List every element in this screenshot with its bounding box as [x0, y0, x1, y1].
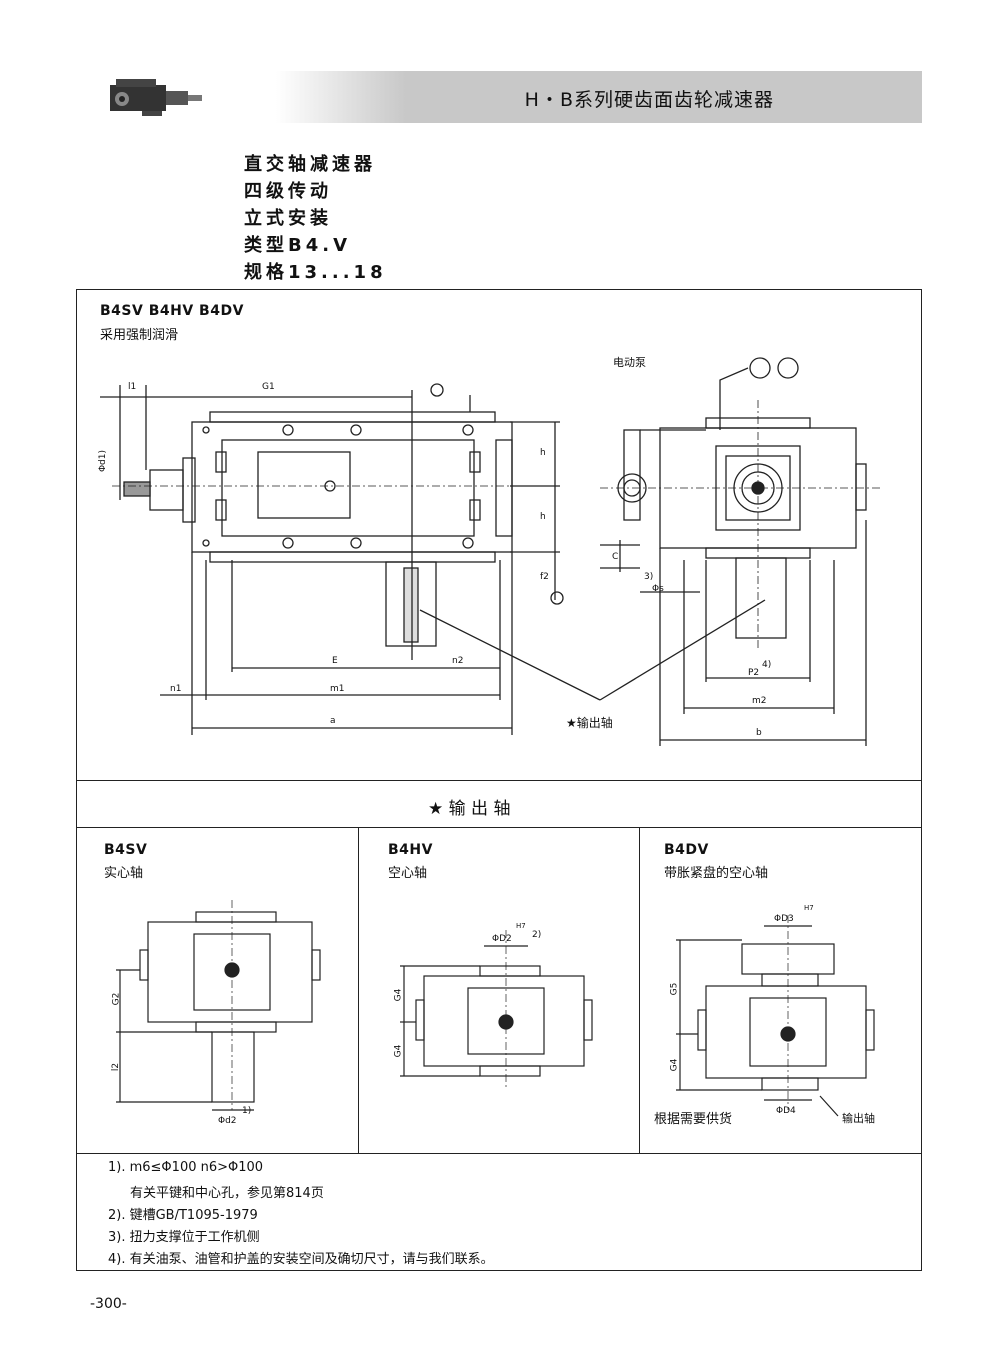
panel-divider-1 — [358, 827, 359, 1153]
dim-a: a — [330, 716, 336, 726]
dim-P2-note: 4) — [762, 660, 772, 670]
subtitle-line-4: 类型B4.V — [244, 235, 352, 256]
note-3: 3). 扭力支撑位于工作机侧 — [108, 1230, 260, 1245]
dim-d2-note: 1) — [242, 1106, 252, 1116]
dim-D3: ΦD3 — [774, 914, 794, 924]
note-2: 2). 键槽GB/T1095-1979 — [108, 1208, 258, 1223]
output-shaft-label: ★输出轴 — [566, 716, 613, 730]
output-label: 输出轴 — [842, 1112, 875, 1125]
dim-G1: G1 — [262, 382, 275, 392]
dim-C: C — [612, 552, 619, 562]
dim-m2: m2 — [752, 696, 767, 706]
dim-l2: l2 — [111, 1062, 122, 1072]
dim-D4: ΦD4 — [776, 1106, 796, 1116]
panel-1-model: B4SV — [104, 842, 148, 858]
dim-P2: P2 — [748, 668, 760, 678]
dim-h-upper: h — [540, 448, 546, 458]
gear-reducer-logo-icon — [110, 79, 202, 116]
series-title: H・B系列硬齿面齿轮减速器 — [524, 89, 774, 111]
dim-G4: G4 — [669, 1058, 680, 1072]
supply-label: 根据需要供货 — [654, 1112, 733, 1127]
dim-D2-note: 2) — [532, 930, 542, 940]
dim-s-note: 3) — [644, 572, 654, 582]
divider-1 — [76, 780, 922, 781]
panel-1-desc: 实心轴 — [104, 866, 144, 881]
panel-divider-2 — [639, 827, 640, 1153]
panel-3-desc: 带胀紧盘的空心轴 — [664, 866, 769, 881]
dim-G4a: G4 — [393, 988, 404, 1002]
divider-2 — [76, 827, 922, 828]
dim-n1: n1 — [170, 684, 182, 694]
dim-m1: m1 — [330, 684, 345, 694]
dim-D3-tol: H7 — [804, 904, 814, 912]
panel-2-model: B4HV — [388, 842, 433, 858]
dim-G4b: G4 — [393, 1044, 404, 1058]
dim-l1: l1 — [128, 382, 137, 392]
panel-3-model: B4DV — [664, 842, 709, 858]
divider-3 — [76, 1153, 922, 1154]
note-4: 4). 有关油泵、油管和护盖的安装空间及确切尺寸，请与我们联系。 — [108, 1252, 494, 1267]
dim-n2: n2 — [452, 656, 464, 666]
panel-2-desc: 空心轴 — [388, 866, 428, 881]
dim-b: b — [756, 728, 762, 738]
subtitle-line-5: 规格13...18 — [244, 262, 387, 283]
dim-D2-tol: H7 — [516, 922, 526, 930]
lubrication-label: 采用强制润滑 — [100, 328, 179, 343]
dim-f2: f2 — [540, 572, 549, 582]
dim-D2: ΦD2 — [492, 934, 512, 944]
note-1b: 有关平键和中心孔，参见第814页 — [130, 1186, 324, 1201]
note-1: 1). m6≤Φ100 n6>Φ100 — [108, 1160, 264, 1175]
subtitle-line-3: 立式安装 — [244, 208, 332, 229]
pump-label: 电动泵 — [613, 356, 646, 369]
dim-E: E — [332, 656, 338, 666]
page-header: H・B系列硬齿面齿轮减速器 — [76, 71, 922, 123]
dim-s: Φs — [652, 584, 664, 594]
dim-h-lower: h — [540, 512, 546, 522]
dim-G2: G2 — [111, 992, 122, 1006]
models-label: B4SV B4HV B4DV — [100, 303, 244, 319]
page-number: -300- — [90, 1296, 127, 1312]
dim-G5: G5 — [669, 982, 680, 996]
dim-d2: Φd2 — [218, 1116, 237, 1126]
subtitle-line-2: 四级传动 — [244, 181, 332, 202]
subtitle-line-1: 直交轴减速器 — [244, 154, 376, 175]
section-title: ★ 输 出 轴 — [428, 799, 511, 819]
